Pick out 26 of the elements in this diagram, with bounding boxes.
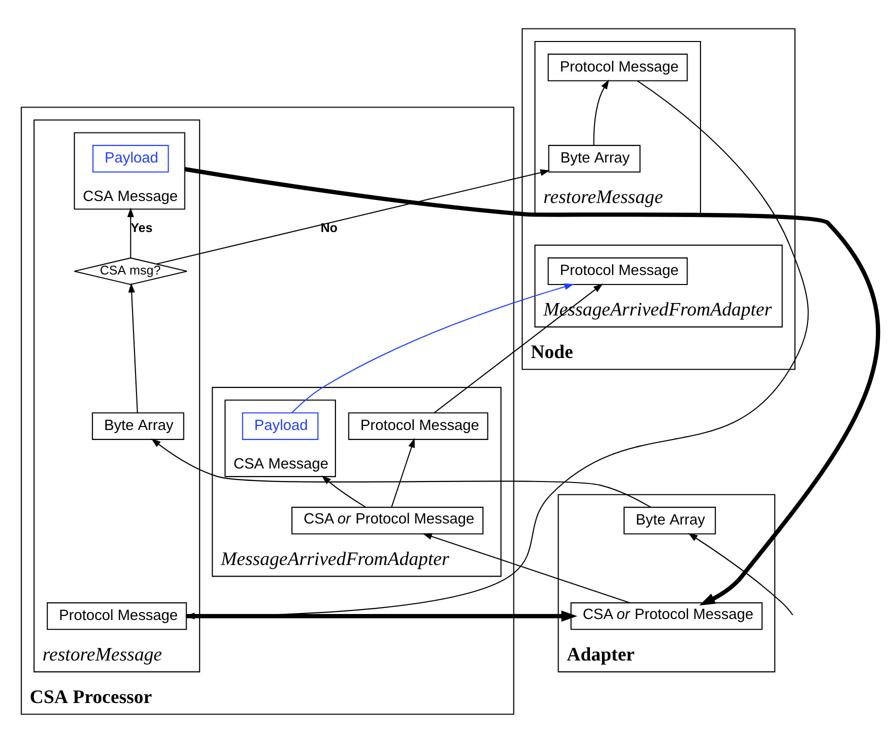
node-diamond: CSA msg?	[74, 256, 188, 285]
node-box: Protocol Message	[348, 412, 488, 440]
arrow	[593, 79, 610, 145]
node-box: Protocol Message	[548, 256, 688, 284]
node-box: Payload	[92, 144, 169, 172]
node-box: Byte Array	[548, 144, 641, 172]
arrow	[422, 532, 630, 603]
arrow	[434, 283, 603, 413]
arrow	[184, 166, 880, 606]
arrow	[151, 438, 651, 508]
arrow	[688, 532, 794, 615]
arrow	[292, 283, 574, 412]
node-box: CSA or Protocol Message	[291, 506, 484, 534]
node-box: Protocol Message	[548, 53, 688, 81]
node-box: Payload	[242, 412, 318, 440]
arrow	[391, 437, 415, 507]
arrow	[321, 475, 366, 508]
node-box: CSA or Protocol Message	[570, 602, 763, 630]
node-box: Byte Array	[92, 412, 184, 440]
arrow	[156, 168, 550, 264]
node-box: Byte Array	[624, 506, 716, 534]
node-box: Protocol Message	[46, 602, 187, 630]
edge-label: No	[320, 220, 338, 235]
edge-label: Yes	[130, 220, 153, 235]
arrow	[127, 207, 134, 258]
arrow	[128, 282, 138, 412]
